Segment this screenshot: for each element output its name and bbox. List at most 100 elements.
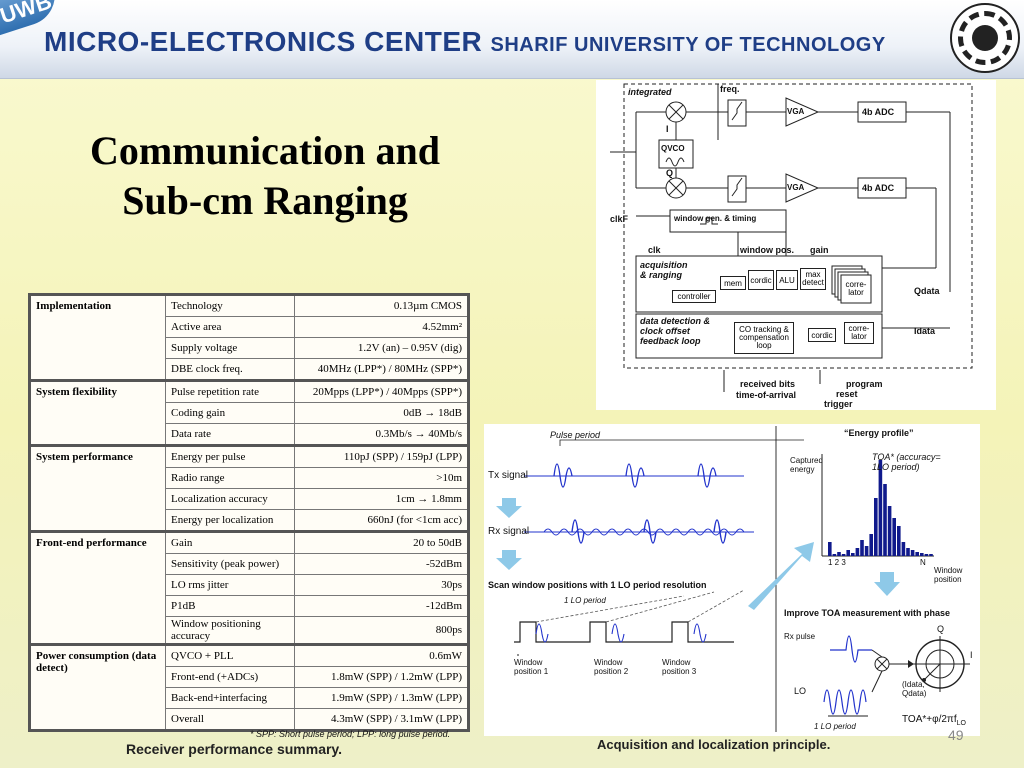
slide-title-line1: Communication and bbox=[89, 128, 441, 173]
principle-drawing bbox=[496, 426, 970, 732]
table-param-cell: Data rate bbox=[165, 423, 295, 446]
time-of-arrival-label: time-of-arrival bbox=[736, 390, 797, 400]
table-value-cell: 30ps bbox=[294, 574, 469, 596]
tx-signal-label: Tx signal bbox=[488, 470, 529, 481]
energy-bar bbox=[855, 548, 860, 556]
table-value-cell: 0.6mW bbox=[294, 643, 469, 667]
table-param-cell: Front-end (+ADCs) bbox=[165, 666, 295, 688]
clkf-label: clkF bbox=[610, 214, 629, 224]
energy-bar bbox=[874, 498, 878, 556]
data-detection-label: data detection & clock offset feedback l… bbox=[640, 316, 711, 346]
energy-bar bbox=[910, 550, 915, 556]
table-value-cell: 1.2V (an) – 0.95V (dig) bbox=[294, 337, 469, 359]
window-position-3-label: Window position 3 bbox=[662, 658, 697, 676]
table-value-cell: 4.3mW (SPP) / 3.1mW (LPP) bbox=[294, 708, 469, 731]
received-bits-label: received bits bbox=[740, 379, 796, 389]
improve-toa-label: Improve TOA measurement with phase bbox=[784, 608, 951, 618]
table-value-cell: 1.8mW (SPP) / 1.2mW (LPP) bbox=[294, 666, 469, 688]
table-group-label: System flexibility bbox=[29, 379, 166, 446]
table-row: Front-end (+ADCs)1.8mW (SPP) / 1.2mW (LP… bbox=[30, 666, 469, 688]
energy-bar bbox=[887, 506, 892, 556]
correlator-acq-block: corre-lator bbox=[845, 280, 867, 297]
alu-block: ALU bbox=[776, 270, 798, 290]
org-title-sub: SHARIF UNIVERSITY OF TECHNOLOGY bbox=[490, 34, 886, 56]
table-param-cell: Sensitivity (peak power) bbox=[165, 553, 295, 575]
scan-window-label: Scan window positions with 1 LO period r… bbox=[488, 580, 707, 590]
reset-label: reset bbox=[836, 389, 858, 399]
table-row: DBE clock freq.40MHz (LPP*) / 80MHz (SPP… bbox=[30, 358, 469, 381]
vga-i-label: VGA bbox=[787, 107, 805, 116]
energy-profile-bars bbox=[828, 460, 933, 556]
lo-period-label: 1 LO period bbox=[564, 596, 606, 605]
energy-bar bbox=[929, 554, 933, 556]
table-caption: Receiver performance summary. bbox=[126, 741, 343, 757]
adc-i-label: 4b ADC bbox=[862, 107, 895, 117]
window-position-axis-label: Window position bbox=[934, 566, 963, 584]
table-value-cell: 1cm → 1.8mm bbox=[294, 488, 469, 510]
acquisition-principle-figure: Pulse period Tx signal Rx signal Scan wi… bbox=[484, 424, 980, 736]
table-param-cell: Gain bbox=[165, 530, 295, 554]
mem-block: mem bbox=[720, 276, 746, 290]
table-group-label: Implementation bbox=[29, 294, 166, 381]
qdata-label: Qdata bbox=[914, 286, 940, 296]
table-value-cell: 660nJ (for <1cm acc) bbox=[294, 509, 469, 532]
lo-label: LO bbox=[794, 686, 807, 696]
rx-pulse-label: Rx pulse bbox=[784, 632, 816, 641]
rx-signal-label: Rx signal bbox=[488, 526, 530, 537]
energy-bar bbox=[864, 546, 869, 556]
table-param-cell: DBE clock freq. bbox=[165, 358, 295, 381]
table-param-cell: Energy per pulse bbox=[165, 444, 295, 468]
energy-bar bbox=[832, 554, 837, 556]
energy-bar bbox=[860, 540, 864, 556]
table-param-cell: Radio range bbox=[165, 467, 295, 489]
table-param-cell: Localization accuracy bbox=[165, 488, 295, 510]
table-param-cell: Coding gain bbox=[165, 402, 295, 424]
university-logo-icon bbox=[950, 3, 1020, 73]
i-branch-label: I bbox=[666, 124, 669, 134]
trigger-label: trigger bbox=[824, 399, 853, 409]
slide-title: Communication and Sub-cm Ranging bbox=[50, 126, 480, 226]
captured-energy-label: Captured energy bbox=[790, 456, 823, 474]
idata-qdata-label: (Idata, Qdata) bbox=[902, 680, 927, 698]
table-param-cell: Back-end+interfacing bbox=[165, 687, 295, 709]
integrated-label: integrated bbox=[628, 87, 672, 97]
energy-bar bbox=[828, 542, 832, 556]
axis-ticks-label: 1 2 3 bbox=[828, 558, 846, 567]
gain-label: gain bbox=[810, 245, 829, 255]
freq-label: freq. bbox=[720, 84, 740, 94]
toa-formula-label: TOA*+φ/2πfLO bbox=[902, 714, 966, 727]
table-param-cell: Window positioning accuracy bbox=[165, 616, 295, 645]
slide-title-line2: Sub-cm Ranging bbox=[122, 178, 408, 223]
table-value-cell: -52dBm bbox=[294, 553, 469, 575]
table-value-cell: 0.3Mb/s → 40Mb/s bbox=[294, 423, 469, 446]
table-value-cell: 0dB → 18dB bbox=[294, 402, 469, 424]
table-value-cell: 1.9mW (SPP) / 1.3mW (LPP) bbox=[294, 687, 469, 709]
table-group-label: System performance bbox=[29, 444, 166, 532]
energy-bar bbox=[897, 526, 901, 556]
energy-bar bbox=[920, 553, 924, 556]
table-value-cell: 20 to 50dB bbox=[294, 530, 469, 554]
correlator-dd-block: corre-lator bbox=[844, 322, 874, 344]
org-title: MICRO-ELECTRONICS CENTER SHARIF UNIVERSI… bbox=[44, 26, 886, 58]
acquisition-label: acquisition & ranging bbox=[640, 260, 688, 280]
table-param-cell: Supply voltage bbox=[165, 337, 295, 359]
energy-bar bbox=[915, 552, 919, 556]
energy-bar bbox=[869, 534, 873, 556]
principle-caption: Acquisition and localization principle. bbox=[597, 737, 831, 752]
table-param-cell: Pulse repetition rate bbox=[165, 379, 295, 403]
energy-bar bbox=[924, 554, 929, 556]
lo-period-2-label: 1 LO period bbox=[814, 722, 856, 731]
energy-bar bbox=[901, 542, 906, 556]
energy-bar bbox=[892, 518, 896, 556]
table-value-cell: 800ps bbox=[294, 616, 469, 645]
table-value-cell: 4.52mm² bbox=[294, 316, 469, 338]
program-label: program bbox=[846, 379, 883, 389]
